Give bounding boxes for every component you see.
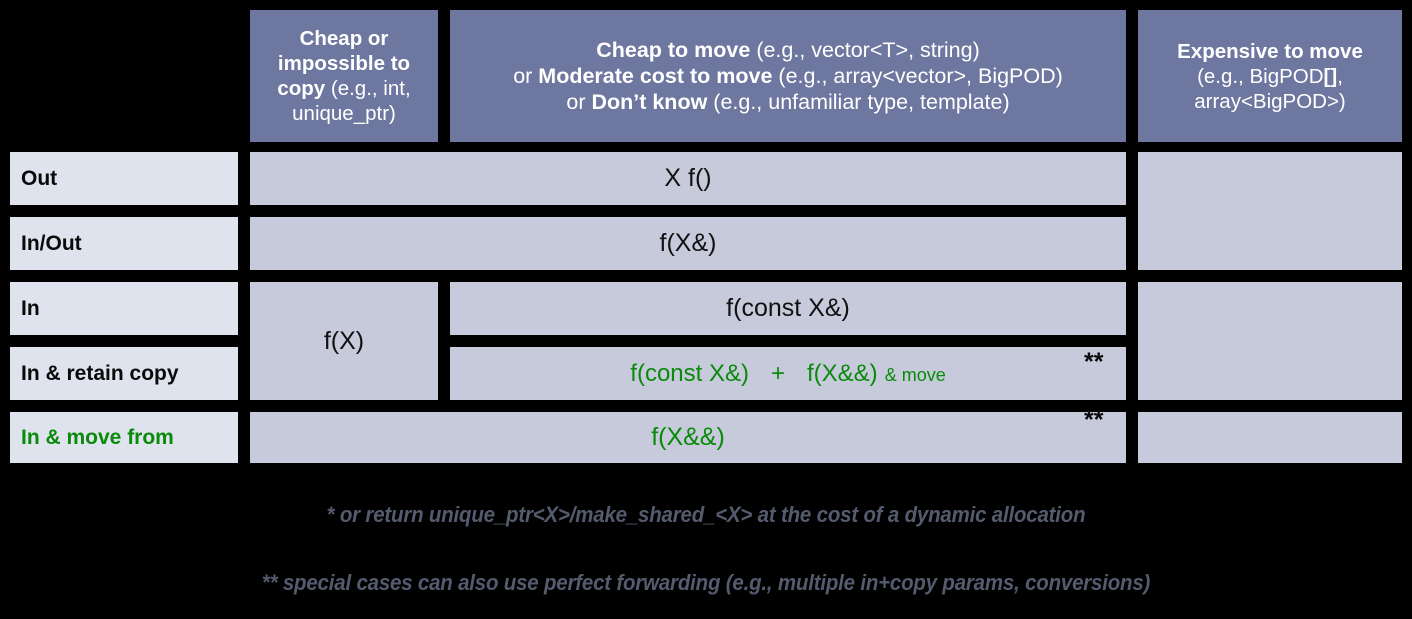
header-col3-line1: Expensive to move: [1177, 39, 1363, 63]
header-col1-bold: Cheap or impossible to copy: [277, 27, 411, 100]
table-corner-cell: [10, 10, 238, 142]
cell-inout-f-xref-text: f(X&): [659, 229, 717, 257]
row-label-in: In: [10, 282, 238, 335]
row-label-in-out: In/Out: [10, 217, 238, 270]
row-label-in-out-text: In/Out: [21, 231, 82, 255]
header-expensive-to-move: Expensive to move (e.g., BigPOD[], array…: [1138, 10, 1402, 142]
row-label-in-retain-copy: In & retain copy: [10, 347, 238, 400]
cell-move-from-text: f(X&&): [651, 423, 725, 451]
cell-move-from-f-xrvalue: f(X&&): [250, 412, 1126, 463]
cell-inout-f-xref: f(X&): [250, 217, 1126, 270]
cell-expensive-move-from: [1138, 412, 1402, 463]
cell-in-f-const-xref: f(const X&): [450, 282, 1126, 335]
cell-retain-part1: f(const X&): [630, 359, 749, 387]
header-col3-line3: array<BigPOD>): [1194, 89, 1346, 113]
footnote-two: ** special cases can also use perfect fo…: [261, 570, 1151, 595]
header-col2-line1: Cheap to move (e.g., vector<T>, string): [596, 37, 980, 62]
header-col3-line2: (e.g., BigPOD[],: [1197, 64, 1343, 88]
cell-in-f-x: f(X): [250, 282, 438, 400]
cell-retain-copy-combo: f(const X&) + f(X&&) & move: [450, 347, 1126, 400]
cell-retain-plus: +: [770, 359, 785, 387]
row-label-in-move-from-text: In & move from: [21, 425, 174, 449]
row-label-in-text: In: [21, 296, 40, 320]
header-col1-rest: (e.g., int, unique_ptr): [292, 77, 411, 125]
header-col2-line3: or Don’t know (e.g., unfamiliar type, te…: [566, 90, 1010, 115]
cell-in-f-const-xref-text: f(const X&): [726, 294, 850, 322]
cell-out-x-f-text: X f(): [664, 164, 712, 192]
header-cheap-or-impossible-to-copy: Cheap or impossible to copy (e.g., int, …: [250, 10, 438, 142]
footnote-marker-move-from: **: [1084, 406, 1104, 434]
footnote-one: * or return unique_ptr<X>/make_shared_<X…: [326, 502, 1086, 527]
row-label-in-move-from: In & move from: [10, 412, 238, 463]
cell-retain-part2: f(X&&): [807, 359, 878, 387]
cell-expensive-in-retain: [1138, 282, 1402, 400]
footnote-marker-retain-copy: **: [1084, 348, 1104, 376]
row-label-out-text: Out: [21, 166, 58, 190]
cell-retain-part3: & move: [884, 364, 946, 385]
cell-expensive-out-inout: [1138, 152, 1402, 270]
cell-in-f-x-text: f(X): [323, 326, 365, 355]
header-col2-line2: or Moderate cost to move (e.g., array<ve…: [513, 63, 1063, 88]
cell-out-x-f: X f(): [250, 152, 1126, 205]
header-cheap-to-move: Cheap to move (e.g., vector<T>, string) …: [450, 10, 1126, 142]
row-label-out: Out: [10, 152, 238, 205]
row-label-in-retain-copy-text: In & retain copy: [21, 361, 179, 385]
